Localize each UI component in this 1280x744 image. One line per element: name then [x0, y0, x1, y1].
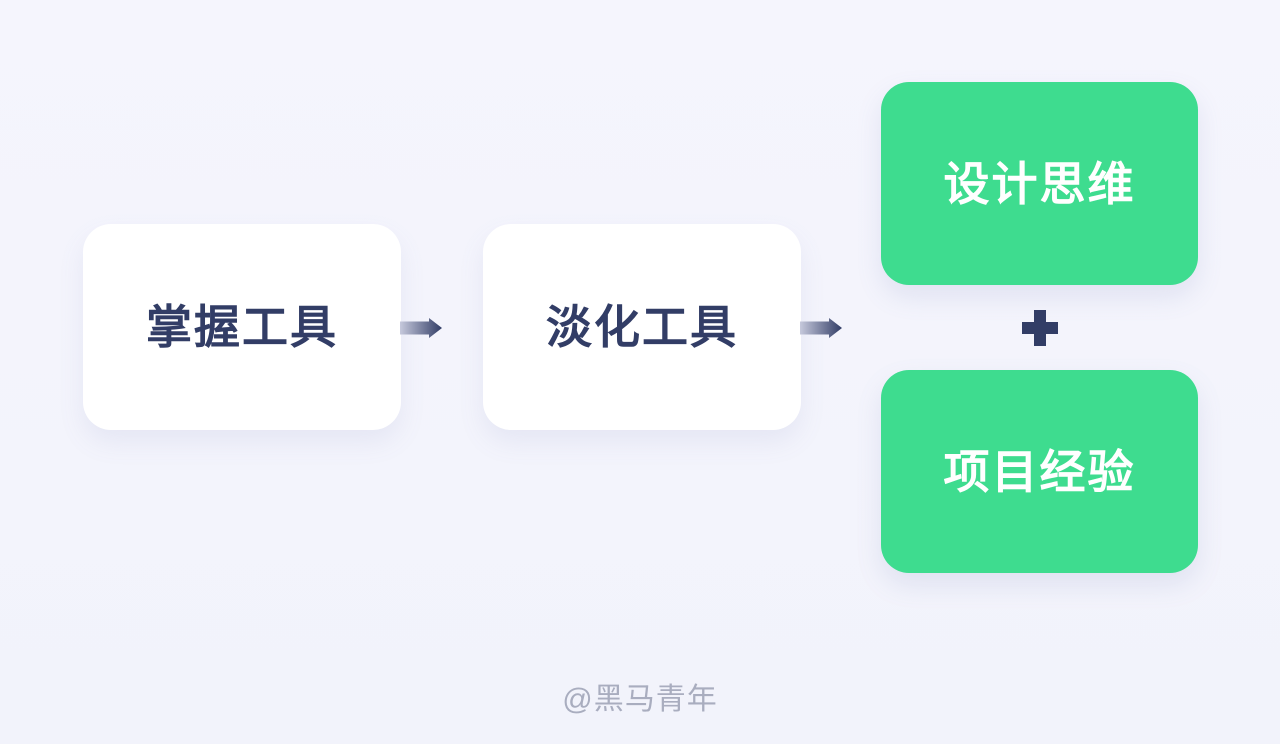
plus-icon — [1022, 310, 1058, 346]
node-project-experience-label: 项目经验 — [943, 445, 1136, 498]
node-design-thinking-label: 设计思维 — [943, 157, 1136, 210]
node-design-thinking: 设计思维 — [881, 82, 1198, 285]
node-fade-tools-label: 淡化工具 — [546, 301, 738, 353]
arrow-right-icon — [400, 318, 442, 338]
watermark: @黑马青年 — [562, 683, 718, 716]
node-master-tools-label: 掌握工具 — [146, 301, 338, 353]
node-master-tools: 掌握工具 — [83, 224, 401, 430]
arrow-right-icon — [800, 318, 842, 338]
node-project-experience: 项目经验 — [881, 370, 1198, 573]
node-fade-tools: 淡化工具 — [483, 224, 801, 430]
